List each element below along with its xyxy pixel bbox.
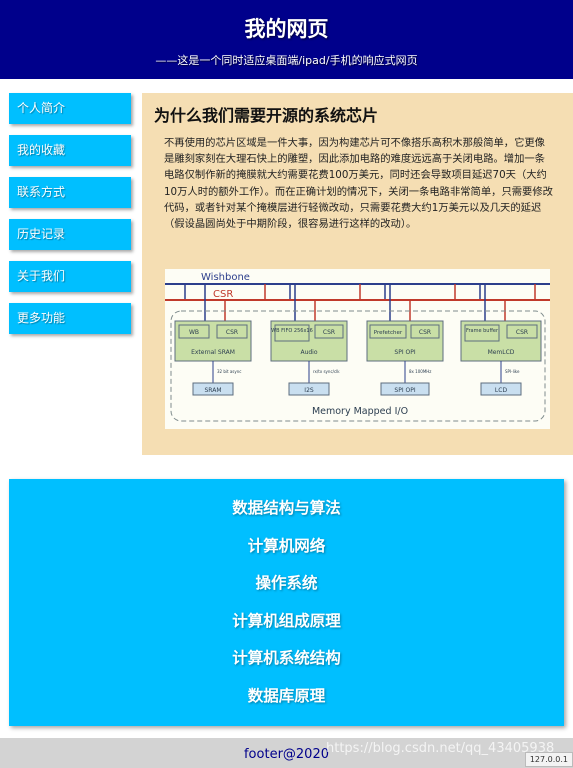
svg-text:I2S: I2S [304, 387, 314, 394]
footer-text: footer@2020 [243, 747, 329, 762]
svg-text:External SRAM: External SRAM [191, 349, 235, 356]
sidebar-nav: 个人简介 我的收藏 联系方式 历史记录 关于我们 更多功能 [9, 93, 131, 345]
nav-item-profile[interactable]: 个人简介 [9, 93, 131, 124]
page-footer: footer@2020 [0, 738, 573, 768]
version-badge: 127.0.0.1 [524, 752, 573, 767]
wishbone-label: Wishbone [201, 272, 250, 283]
svg-text:CSR: CSR [226, 329, 238, 336]
svg-text:WB FIFO 256x16: WB FIFO 256x16 [271, 328, 313, 334]
svg-text:Audio: Audio [300, 349, 317, 356]
svg-text:rx/tx sync/clk: rx/tx sync/clk [313, 369, 340, 374]
article-body: 不再使用的芯片区域是一件大事，因为构建芯片可不像搭乐高积木那般简单，它更像是雕刻… [164, 137, 553, 231]
nav-item-contact[interactable]: 联系方式 [9, 177, 131, 208]
article-panel: 为什么我们需要开源的系统芯片 不再使用的芯片区域是一件大事，因为构建芯片可不像搭… [142, 93, 573, 455]
svg-text:CSR: CSR [323, 329, 335, 336]
nav-item-favorites[interactable]: 我的收藏 [9, 135, 131, 166]
svg-text:8x 100MHz: 8x 100MHz [409, 369, 431, 374]
page-header: 我的网页 ——这是一个同时适应桌面端/ipad/手机的响应式网页 [0, 0, 573, 79]
topic-computer-network[interactable]: 计算机网络 [247, 536, 326, 555]
svg-text:LCD: LCD [495, 387, 508, 394]
svg-text:SRAM: SRAM [204, 387, 221, 394]
soc-diagram-image: Wishbone CSR WB CS [165, 269, 550, 429]
topic-database[interactable]: 数据库原理 [247, 686, 326, 705]
svg-text:SPI-like: SPI-like [505, 369, 520, 374]
nav-item-more[interactable]: 更多功能 [9, 303, 131, 334]
svg-text:Frame buffer: Frame buffer [466, 328, 499, 334]
svg-text:SPI OPI: SPI OPI [394, 387, 415, 394]
csr-bus-label: CSR [213, 289, 233, 300]
page-title: 我的网页 [244, 17, 329, 41]
topic-data-structures[interactable]: 数据结构与算法 [232, 499, 341, 517]
article-title: 为什么我们需要开源的系统芯片 [154, 106, 379, 125]
watermark-text: https://blog.csdn.net/qq_43405938 [326, 741, 555, 756]
topic-computer-organization[interactable]: 计算机组成原理 [232, 611, 341, 630]
page-subtitle: ——这是一个同时适应桌面端/ipad/手机的响应式网页 [155, 54, 418, 67]
topic-computer-architecture[interactable]: 计算机系统结构 [232, 649, 341, 667]
memory-mapped-io-label: Memory Mapped I/O [312, 406, 408, 417]
svg-text:CSR: CSR [516, 329, 528, 336]
svg-text:MemLCD: MemLCD [488, 349, 515, 356]
svg-text:WB: WB [189, 329, 199, 336]
nav-item-about[interactable]: 关于我们 [9, 261, 131, 292]
svg-text:SPI OPI: SPI OPI [394, 349, 415, 356]
topics-panel: 数据结构与算法 计算机网络 操作系统 计算机组成原理 计算机系统结构 数据库原理 [9, 479, 564, 726]
nav-item-history[interactable]: 历史记录 [9, 219, 131, 250]
svg-text:CSR: CSR [419, 329, 431, 336]
svg-text:Prefetcher: Prefetcher [374, 330, 403, 336]
topic-operating-system[interactable]: 操作系统 [255, 574, 318, 592]
svg-text:32 bit async: 32 bit async [217, 369, 242, 374]
